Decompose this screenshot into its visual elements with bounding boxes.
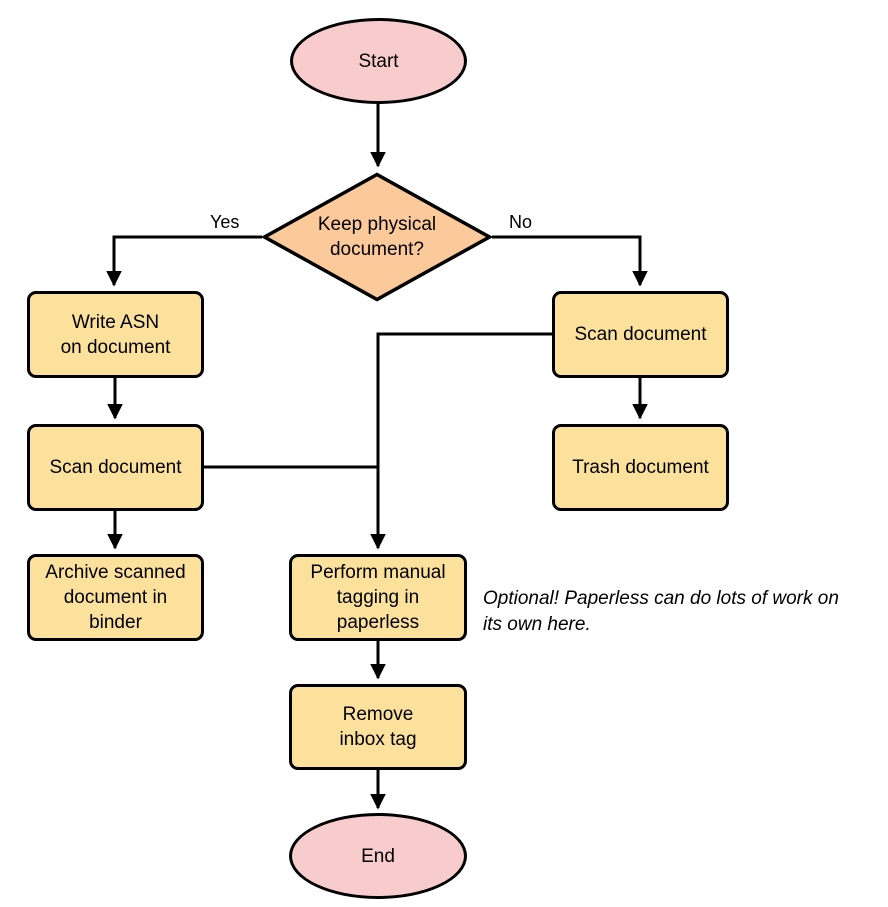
- node-write-asn-line2: on document: [60, 336, 171, 358]
- edge-decision-no-to-scan-right: [492, 235, 648, 287]
- node-end[interactable]: End: [289, 813, 467, 899]
- annotation-optional-note: Optional! Paperless can do lots of work …: [483, 586, 888, 638]
- annotation-optional-note-line1: Optional! Paperless can do lots of work …: [483, 588, 839, 609]
- node-perform-manual-tagging[interactable]: Perform manual tagging in paperless: [289, 554, 467, 641]
- node-manual-tagging-line1: Perform manual: [310, 562, 446, 583]
- node-archive-line1: Archive scanned: [45, 562, 186, 583]
- node-archive-scanned-document[interactable]: Archive scanned document in binder: [27, 554, 204, 641]
- node-trash-document[interactable]: Trash document: [552, 424, 729, 511]
- node-decision-keep-physical-document[interactable]: Keep physical document?: [262, 172, 492, 302]
- node-write-asn-line1: Write ASN: [71, 311, 160, 333]
- edge-label-yes: Yes: [210, 212, 240, 232]
- edge-scan-right-to-manual-tagging: [370, 332, 552, 550]
- node-scan-document-left-label: Scan document: [49, 457, 182, 478]
- edge-label-no: No: [509, 212, 533, 232]
- node-archive-line3: binder: [89, 612, 142, 633]
- decision-diamond-shape: [262, 172, 492, 302]
- node-start[interactable]: Start: [290, 18, 467, 104]
- annotation-optional-note-line2: its own here.: [483, 614, 591, 635]
- node-remove-inbox-tag[interactable]: Remove inbox tag: [289, 684, 467, 770]
- node-scan-document-right[interactable]: Scan document: [552, 291, 729, 378]
- node-trash-document-label: Trash document: [572, 457, 709, 478]
- edge-decision-yes-to-write-asn: [106, 235, 262, 287]
- node-manual-tagging-line3: paperless: [336, 612, 420, 633]
- node-start-label: Start: [358, 50, 399, 72]
- node-remove-inbox-line1: Remove: [342, 704, 414, 725]
- node-remove-inbox-line2: inbox tag: [339, 729, 417, 750]
- node-end-label: End: [361, 845, 395, 867]
- node-write-asn-on-document[interactable]: Write ASN on document: [27, 291, 204, 378]
- node-archive-line2: document in: [63, 587, 168, 608]
- node-scan-document-right-label: Scan document: [574, 324, 707, 345]
- node-scan-document-left[interactable]: Scan document: [27, 424, 204, 511]
- node-manual-tagging-line2: tagging in: [336, 587, 420, 608]
